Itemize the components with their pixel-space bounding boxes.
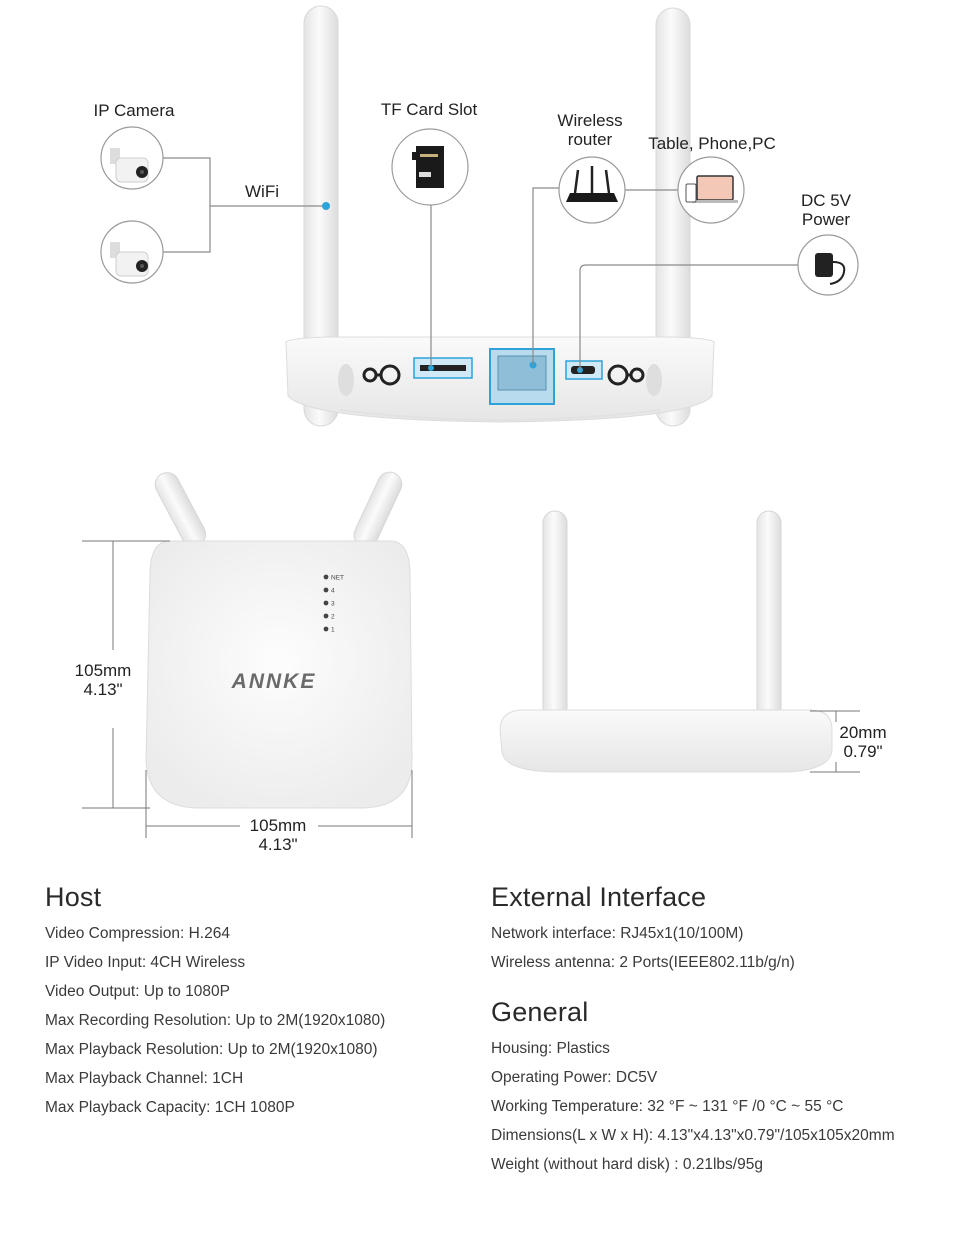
dimension-width: 105mm 4.13"	[240, 816, 316, 854]
list-item: Housing: Plastics	[491, 1040, 610, 1057]
list-item: Max Playback Resolution: Up to 2M(1920x1…	[45, 1041, 378, 1058]
list-item: Working Temperature: 32 °F ~ 131 °F /0 °…	[491, 1098, 844, 1115]
spec-general: General Housing: Plastics Operating Powe…	[491, 997, 895, 1179]
led-label-1: 1	[331, 627, 335, 634]
list-item: Network interface: RJ45x1(10/100M)	[491, 925, 744, 942]
callout-tf-card-slot: TF Card Slot	[380, 100, 478, 119]
list-item: Max Playback Capacity: 1CH 1080P	[45, 1099, 295, 1116]
brand-logo: ANNKE	[231, 670, 317, 693]
power-adapter-icon	[815, 253, 833, 277]
top-view-device: NET 4 3 2 1 ANNKE	[145, 471, 413, 809]
callout-table-phone-pc: Table, Phone,PC	[648, 134, 776, 153]
ip-camera-circle-1	[100, 126, 164, 190]
spec-external-interface-list: Network interface: RJ45x1(10/100M) Wirel…	[491, 919, 795, 977]
callout-wireless-router-line2: router	[567, 130, 613, 149]
dimension-height: 105mm 4.13"	[66, 661, 140, 699]
dimension-height-in: 4.13"	[83, 680, 123, 699]
spec-general-list: Housing: Plastics Operating Power: DC5V …	[491, 1034, 895, 1179]
dimension-depth-mm: 20mm	[839, 723, 887, 742]
dimension-depth: 20mm 0.79"	[832, 723, 894, 761]
tf-card-circle	[391, 128, 469, 206]
callout-wireless-router-line1: Wireless	[557, 111, 623, 130]
dimension-lines-top	[82, 540, 413, 838]
list-item: IP Video Input: 4CH Wireless	[45, 954, 246, 971]
device-body-top	[145, 540, 413, 809]
dimension-width-in: 4.13"	[258, 835, 298, 854]
list-item: Video Compression: H.264	[45, 925, 230, 942]
led-label-3: 3	[331, 601, 335, 608]
laptop-icon	[696, 175, 734, 201]
list-item: Dimensions(L x W x H): 4.13"x4.13"x0.79"…	[491, 1127, 895, 1144]
list-item: Wireless antenna: 2 Ports(IEEE802.11b/g/…	[491, 954, 795, 971]
side-view-device	[499, 510, 833, 773]
device-body-side	[499, 709, 833, 773]
callout-wifi: WiFi	[245, 182, 279, 201]
led-label-2: 2	[331, 614, 335, 621]
phone-icon	[685, 183, 697, 203]
spec-host-title: Host	[45, 882, 102, 912]
callout-ip-camera: IP Camera	[93, 101, 175, 120]
dimension-height-mm: 105mm	[74, 661, 132, 680]
router-icon	[566, 193, 618, 202]
list-item: Max Playback Channel: 1CH	[45, 1070, 244, 1087]
reset-button-icon	[362, 364, 401, 386]
spec-host: Host Video Compression: H.264 IP Video I…	[45, 882, 385, 1122]
dimension-lines-side	[810, 710, 860, 773]
callout-dc-power-line2: Power	[801, 210, 851, 229]
dimension-depth-in: 0.79"	[843, 742, 883, 761]
led-label-4: 4	[331, 588, 335, 595]
power-button-icon	[607, 364, 645, 386]
rear-view-device	[285, 5, 715, 427]
left-antenna	[303, 5, 339, 427]
spec-external-interface-title: External Interface	[491, 882, 707, 912]
spec-external-interface: External Interface Network interface: RJ…	[491, 882, 795, 977]
led-label-net: NET	[331, 575, 344, 582]
router-circle	[558, 156, 626, 224]
callout-dc-power-line1: DC 5V	[800, 191, 852, 210]
product-illustration: NET 4 3 2 1 ANNKE	[82, 5, 860, 838]
devices-circle	[677, 156, 745, 224]
list-item: Weight (without hard disk) : 0.21lbs/95g	[491, 1156, 763, 1173]
power-adapter-circle	[797, 234, 859, 296]
microsd-card-icon	[412, 146, 444, 188]
dimension-width-mm: 105mm	[249, 816, 307, 835]
spec-general-title: General	[491, 997, 589, 1027]
list-item: Operating Power: DC5V	[491, 1069, 658, 1086]
list-item: Max Recording Resolution: Up to 2M(1920x…	[45, 1012, 386, 1029]
ip-camera-circle-2	[100, 220, 164, 284]
callout-wireless-router: Wireless router	[544, 111, 636, 149]
right-antenna	[655, 7, 691, 427]
spec-host-list: Video Compression: H.264 IP Video Input:…	[45, 919, 385, 1122]
list-item: Video Output: Up to 1080P	[45, 983, 230, 1000]
callout-lines	[163, 157, 798, 370]
callout-dc-power: DC 5V Power	[790, 191, 862, 229]
wifi-indicator-icon	[322, 202, 330, 210]
